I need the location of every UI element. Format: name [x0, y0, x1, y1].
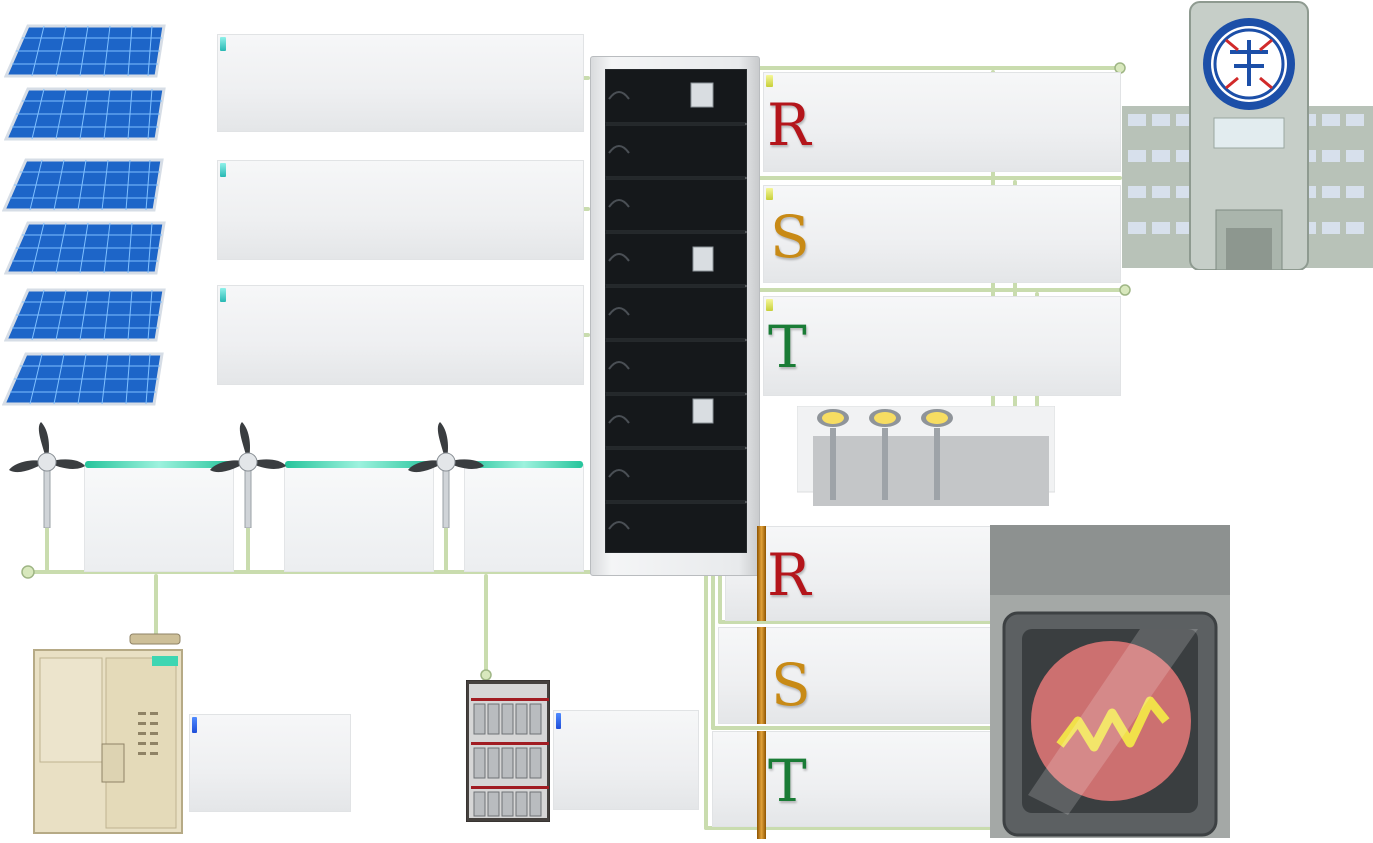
wind-turbine-icon: [9, 422, 85, 528]
solar-string-panel-2: [217, 160, 584, 260]
phase-s-bar: [757, 627, 766, 724]
rack-module-stack: [604, 68, 748, 554]
lower-phase-r-label: R: [767, 541, 811, 609]
status-indicator: [766, 188, 773, 200]
status-indicator: [766, 299, 773, 311]
upper-phase-s-label: S: [770, 203, 810, 271]
wind-status-bar: [285, 461, 433, 468]
battery-info-panel: [553, 710, 699, 810]
lower-phase-t-panel: [712, 731, 995, 827]
wind-turbine-panel-3: [464, 461, 584, 572]
phase-t-bar: [757, 731, 766, 839]
cabinet-info-panel: [189, 714, 351, 812]
status-indicator: [220, 163, 226, 177]
power-meter-icon: [990, 525, 1230, 838]
wind-turbine-icon: [210, 422, 286, 528]
taipower-building-icon: [1122, 1, 1373, 270]
status-indicator: [220, 37, 226, 51]
solar-string-panel-1: [217, 34, 584, 132]
upper-phase-s-panel: [763, 185, 1121, 283]
wind-status-bar: [465, 461, 583, 468]
status-indicator: [766, 75, 773, 87]
upper-phase-r-panel: [763, 72, 1121, 172]
lower-phase-s-label: S: [771, 651, 811, 719]
wind-turbine-icon: [408, 422, 484, 528]
lower-phase-t-label: T: [768, 747, 807, 815]
solar-panel-icon: [4, 87, 166, 141]
rack-modules: [604, 68, 748, 554]
battery-rack-icon: [466, 680, 550, 822]
upper-phase-t-panel: [763, 296, 1121, 396]
solar-string-panel-3: [217, 285, 584, 385]
upper-phase-r-label: R: [767, 91, 811, 159]
wind-turbine-panel-1: [84, 461, 234, 572]
solar-panel-icon: [2, 352, 164, 406]
wind-turbine-panel-2: [284, 461, 434, 572]
solar-panel-icon: [4, 24, 166, 78]
electrical-cabinet-icon: [33, 633, 183, 834]
status-indicator: [556, 713, 561, 729]
inverter-rack-icon: [590, 56, 760, 576]
solar-panel-icon: [2, 158, 164, 212]
solar-panel-icon: [4, 288, 166, 342]
solar-panel-icon: [4, 221, 166, 275]
street-lamp-icon: [797, 406, 1055, 506]
wind-status-bar: [85, 461, 233, 468]
phase-r-bar: [757, 526, 766, 621]
status-indicator: [220, 288, 226, 302]
lower-phase-r-panel: [725, 526, 995, 621]
upper-phase-t-label: T: [768, 313, 807, 381]
status-indicator: [192, 717, 197, 733]
